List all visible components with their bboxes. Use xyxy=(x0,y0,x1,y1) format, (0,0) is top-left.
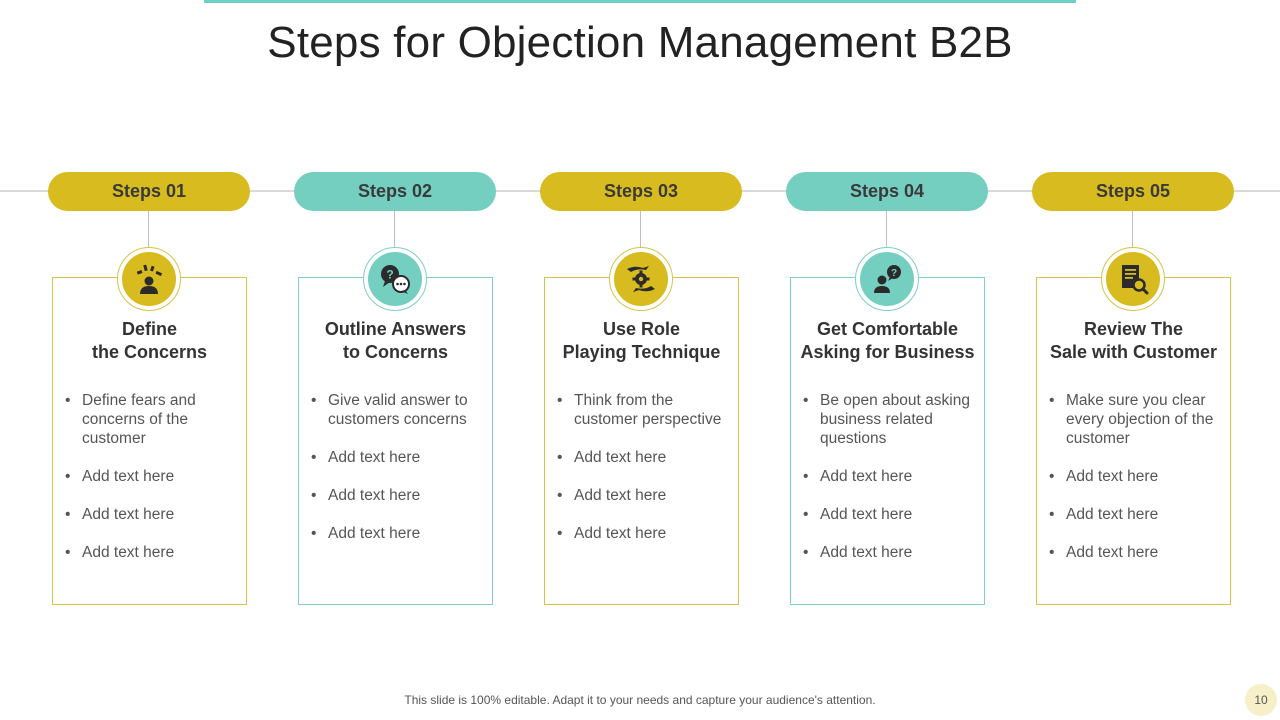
step-2-pill[interactable]: Steps 02 xyxy=(294,172,496,211)
bullet-item: Make sure you clear every objection of t… xyxy=(1047,391,1223,448)
step-1-card: Define the Concerns Define fears and con… xyxy=(52,277,247,605)
bullet-item: Add text here xyxy=(801,467,977,486)
step-2-title: Outline Answers to Concerns xyxy=(324,319,467,362)
step-1-connector xyxy=(148,211,149,248)
person-question-icon: ? xyxy=(874,265,901,293)
top-accent-bar xyxy=(204,0,1076,3)
bullet-item: Add text here xyxy=(801,543,977,562)
step-5-icon-ring xyxy=(1101,247,1165,311)
step-4-title: Get Comfortable Asking for Business xyxy=(800,319,975,362)
bullet-item: Add text here xyxy=(555,448,731,467)
step-1-pill[interactable]: Steps 01 xyxy=(48,172,250,211)
hands-gear-icon xyxy=(627,266,655,292)
bullet-item: Add text here xyxy=(801,505,977,524)
bullet-item: Add text here xyxy=(1047,505,1223,524)
bullet-item: Add text here xyxy=(63,543,239,562)
step-2-bullets: Give valid answer to customers concerns … xyxy=(309,391,485,562)
page-number: 10 xyxy=(1245,684,1277,716)
step-2: Steps 02 Outline Answers to Concerns Giv… xyxy=(294,172,496,612)
bullet-item: Add text here xyxy=(309,448,485,467)
step-3-pill[interactable]: Steps 03 xyxy=(540,172,742,211)
step-4-pill[interactable]: Steps 04 xyxy=(786,172,988,211)
bullet-item: Add text here xyxy=(1047,467,1223,486)
bullet-item: Add text here xyxy=(63,505,239,524)
step-4: Steps 04 Get Comfortable Asking for Busi… xyxy=(786,172,988,612)
step-3-title: Use Role Playing Technique xyxy=(562,319,721,362)
bullet-item: Define fears and concerns of the custome… xyxy=(63,391,239,448)
bullet-item: Add text here xyxy=(309,524,485,543)
step-3: Steps 03 Use Role Playing Technique Thin… xyxy=(540,172,742,612)
slide-title: Steps for Objection Management B2B xyxy=(267,18,1013,67)
step-4-card: Get Comfortable Asking for Business Be o… xyxy=(790,277,985,605)
bullet-item: Give valid answer to customers concerns xyxy=(309,391,485,429)
bullet-item: Add text here xyxy=(555,524,731,543)
step-5-title: Review The Sale with Customer xyxy=(1049,319,1218,362)
step-3-icon-ring xyxy=(609,247,673,311)
step-5-bullets: Make sure you clear every objection of t… xyxy=(1047,391,1223,581)
step-5: Steps 05 Review The Sale with Customer M… xyxy=(1032,172,1234,612)
step-4-connector xyxy=(886,211,887,248)
step-1-icon-ring xyxy=(117,247,181,311)
step-3-bullets: Think from the customer perspective Add … xyxy=(555,391,731,562)
bullet-item: Be open about asking business related qu… xyxy=(801,391,977,448)
step-3-card: Use Role Playing Technique Think from th… xyxy=(544,277,739,605)
bullet-item: Add text here xyxy=(309,486,485,505)
step-5-pill[interactable]: Steps 05 xyxy=(1032,172,1234,211)
step-4-bullets: Be open about asking business related qu… xyxy=(801,391,977,581)
step-5-connector xyxy=(1132,211,1133,248)
step-3-connector xyxy=(640,211,641,248)
step-1-bullets: Define fears and concerns of the custome… xyxy=(63,391,239,581)
concerned-person-icon xyxy=(136,264,163,294)
step-4-icon-ring: ? xyxy=(855,247,919,311)
step-1: Steps 01 Define the Concerns Define fear… xyxy=(48,172,250,612)
step-2-card: Outline Answers to Concerns Give valid a… xyxy=(298,277,493,605)
bullet-item: Add text here xyxy=(1047,543,1223,562)
bullet-item: Add text here xyxy=(555,486,731,505)
svg-text:?: ? xyxy=(891,268,897,279)
step-1-title: Define the Concerns xyxy=(91,319,208,362)
bullet-item: Add text here xyxy=(63,467,239,486)
step-2-icon-ring: ? xyxy=(363,247,427,311)
step-2-connector xyxy=(394,211,395,248)
chat-question-icon: ? xyxy=(381,265,410,294)
bullet-item: Think from the customer perspective xyxy=(555,391,731,429)
document-magnifier-icon xyxy=(1122,265,1149,295)
svg-text:?: ? xyxy=(386,268,393,282)
step-5-card: Review The Sale with Customer Make sure … xyxy=(1036,277,1231,605)
footer-note: This slide is 100% editable. Adapt it to… xyxy=(404,693,876,707)
